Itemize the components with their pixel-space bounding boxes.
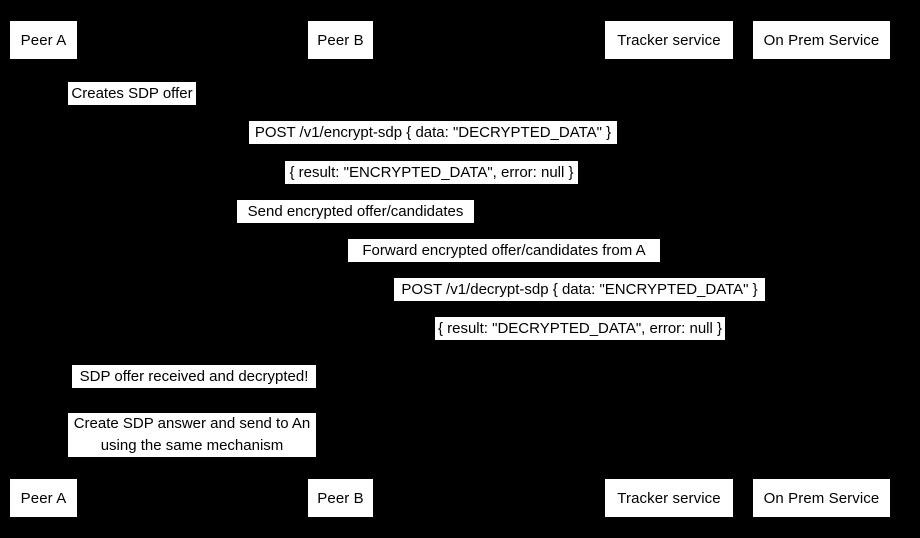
message-label-sdp-offer-received: SDP offer received and decrypted!: [72, 365, 316, 388]
message-label-decrypt-sdp-result: { result: "DECRYPTED_DATA", error: null …: [435, 317, 725, 340]
message-label-post-encrypt-sdp: POST /v1/encrypt-sdp { data: "DECRYPTED_…: [249, 121, 617, 144]
lifeline-peer-a: [43, 59, 45, 479]
participant-header-peer-b[interactable]: Peer B: [308, 21, 373, 59]
lifeline-tracker-service: [669, 59, 670, 479]
participant-label: On Prem Service: [763, 31, 880, 49]
participant-label: Tracker service: [617, 489, 721, 507]
participant-header-on-prem-service[interactable]: On Prem Service: [753, 21, 890, 59]
participant-footer-on-prem-service[interactable]: On Prem Service: [753, 479, 890, 517]
participant-label: Peer B: [317, 489, 364, 507]
participant-header-peer-a[interactable]: Peer A: [10, 21, 77, 59]
participant-label: Peer A: [20, 31, 67, 49]
participant-label: Peer B: [317, 31, 364, 49]
message-label-creates-sdp-offer: Creates SDP offer: [68, 82, 196, 105]
lifeline-on-prem-service: [821, 59, 823, 479]
message-label-post-decrypt-sdp: POST /v1/decrypt-sdp { data: "ENCRYPTED_…: [394, 278, 765, 301]
message-label-forward-encrypted-offer: Forward encrypted offer/candidates from …: [348, 239, 660, 262]
participant-label: Tracker service: [617, 31, 721, 49]
message-label-create-sdp-answer: Create SDP answer and send to An using t…: [68, 413, 316, 457]
message-label-encrypt-sdp-result: { result: "ENCRYPTED_DATA", error: null …: [285, 161, 578, 184]
participant-header-tracker-service[interactable]: Tracker service: [605, 21, 733, 59]
participant-label: On Prem Service: [763, 489, 880, 507]
message-label-send-encrypted-offer: Send encrypted offer/candidates: [237, 200, 474, 223]
participant-footer-peer-b[interactable]: Peer B: [308, 479, 373, 517]
lifeline-peer-b: [340, 59, 342, 479]
participant-footer-tracker-service[interactable]: Tracker service: [605, 479, 733, 517]
participant-footer-peer-a[interactable]: Peer A: [10, 479, 77, 517]
participant-label: Peer A: [20, 489, 67, 507]
